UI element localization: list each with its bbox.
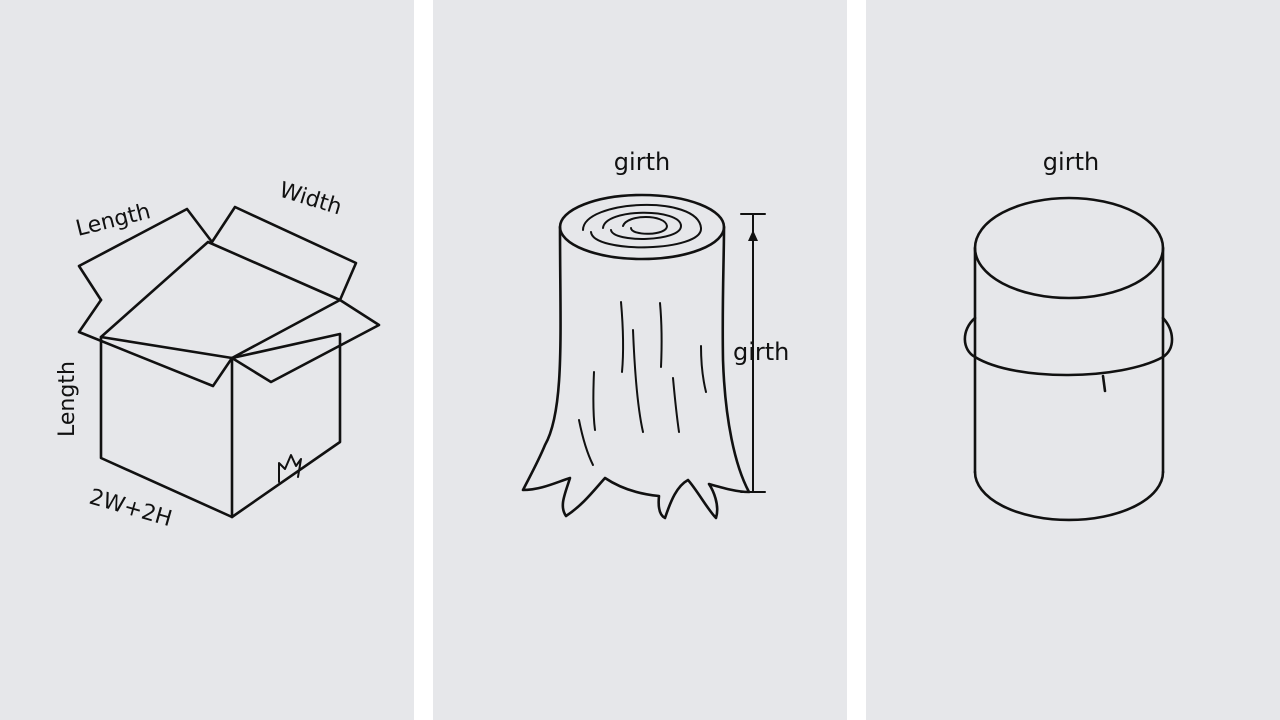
box-side-length-label: Length <box>55 361 80 437</box>
box-length-label: Length <box>73 199 153 242</box>
cylinder-girth-tick <box>1101 374 1107 393</box>
box-illustration: Length Width Length 2W+2H <box>55 178 381 532</box>
box-panel: Length Width Length 2W+2H <box>0 0 414 720</box>
stump-ring-outer <box>582 204 703 249</box>
cylinder-panel: girth <box>866 0 1280 720</box>
stump-bark-line <box>578 419 594 466</box>
stump-side-girth-label: girth <box>733 338 789 366</box>
cylinder-girth-band <box>963 316 1174 377</box>
stump-bark-line <box>700 345 707 393</box>
box-front-right-flap <box>230 298 381 384</box>
stump-bark-line <box>672 377 680 433</box>
box-body <box>99 332 342 519</box>
box-back-right-flap <box>210 205 358 302</box>
stump-trunk <box>521 225 751 520</box>
stump-bark-line <box>620 301 625 373</box>
box-opening <box>99 240 342 360</box>
box-width-label: Width <box>276 178 344 221</box>
stump-bark-line <box>632 329 644 433</box>
stump-top-girth-label: girth <box>614 148 670 176</box>
stump-bark-line <box>592 371 596 431</box>
stump-ring-middle <box>602 211 682 240</box>
stump-dimension-arrow <box>748 230 758 241</box>
stump-bark-line <box>659 302 663 368</box>
stump-ring-inner <box>622 216 668 235</box>
cylinder-top <box>973 196 1165 300</box>
box-back-left-flap <box>77 207 214 302</box>
box-formula-label: 2W+2H <box>86 485 174 532</box>
box-tape-mark <box>278 454 302 483</box>
stump-panel: girth girth <box>433 0 847 720</box>
cylinder-illustration: girth <box>963 148 1174 522</box>
stump-illustration: girth girth <box>521 148 789 520</box>
cylinder-top-girth-label: girth <box>1043 148 1099 176</box>
cylinder-bottom <box>973 470 1165 522</box>
box-front-left-flap <box>77 298 234 388</box>
